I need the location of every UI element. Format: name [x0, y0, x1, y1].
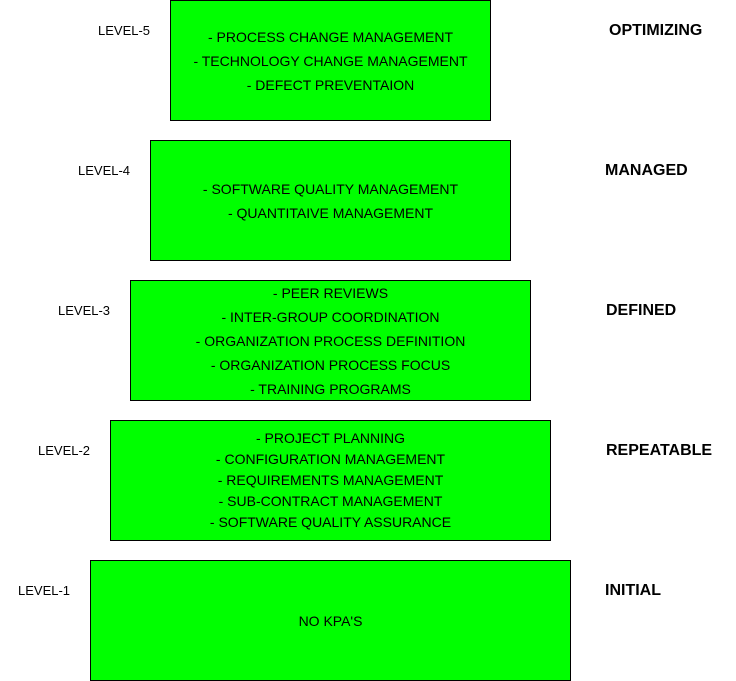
level-3-maturity-name: DEFINED — [606, 302, 677, 319]
kpa-item: - SOFTWARE QUALITY MANAGEMENT — [202, 180, 459, 197]
kpa-item: - TECHNOLOGY CHANGE MANAGEMENT — [193, 52, 468, 69]
kpa-item: - REQUIREMENTS MANAGEMENT — [217, 472, 444, 488]
level-2-maturity-name: REPEATABLE — [606, 442, 713, 459]
kpa-item: - QUANTITAIVE MANAGEMENT — [227, 204, 434, 221]
level-5-maturity-name: OPTIMIZING — [609, 22, 703, 39]
level-4-label: LEVEL-4 — [78, 163, 131, 178]
kpa-item: - PEER REVIEWS — [272, 284, 389, 301]
kpa-item: - PROCESS CHANGE MANAGEMENT — [207, 28, 454, 45]
level-4-maturity-name: MANAGED — [605, 162, 688, 179]
kpa-item: - DEFECT PREVENTAION — [246, 76, 415, 93]
level-5-box: - PROCESS CHANGE MANAGEMENT - TECHNOLOGY… — [170, 0, 491, 121]
level-3-box: - PEER REVIEWS - INTER-GROUP COORDINATIO… — [130, 280, 531, 401]
level-2-box: - PROJECT PLANNING - CONFIGURATION MANAG… — [110, 420, 551, 541]
level-2-label: LEVEL-2 — [38, 443, 91, 458]
kpa-item: - SOFTWARE QUALITY ASSURANCE — [209, 514, 452, 530]
kpa-item: - INTER-GROUP COORDINATION — [221, 308, 440, 325]
level-5-label: LEVEL-5 — [98, 23, 151, 38]
level-1-label: LEVEL-1 — [18, 583, 71, 598]
kpa-item: - PROJECT PLANNING — [255, 430, 406, 446]
level-3-label: LEVEL-3 — [58, 303, 111, 318]
kpa-item: NO KPA'S — [298, 612, 363, 629]
kpa-item: - ORGANIZATION PROCESS FOCUS — [210, 356, 451, 373]
kpa-item: - CONFIGURATION MANAGEMENT — [215, 451, 446, 467]
kpa-item: - TRAINING PROGRAMS — [250, 380, 411, 397]
kpa-item: - SUB-CONTRACT MANAGEMENT — [218, 493, 443, 509]
level-1-maturity-name: INITIAL — [605, 582, 661, 599]
level-1-box: NO KPA'S — [90, 560, 571, 681]
level-4-box: - SOFTWARE QUALITY MANAGEMENT - QUANTITA… — [150, 140, 511, 261]
kpa-item: - ORGANIZATION PROCESS DEFINITION — [195, 332, 466, 349]
